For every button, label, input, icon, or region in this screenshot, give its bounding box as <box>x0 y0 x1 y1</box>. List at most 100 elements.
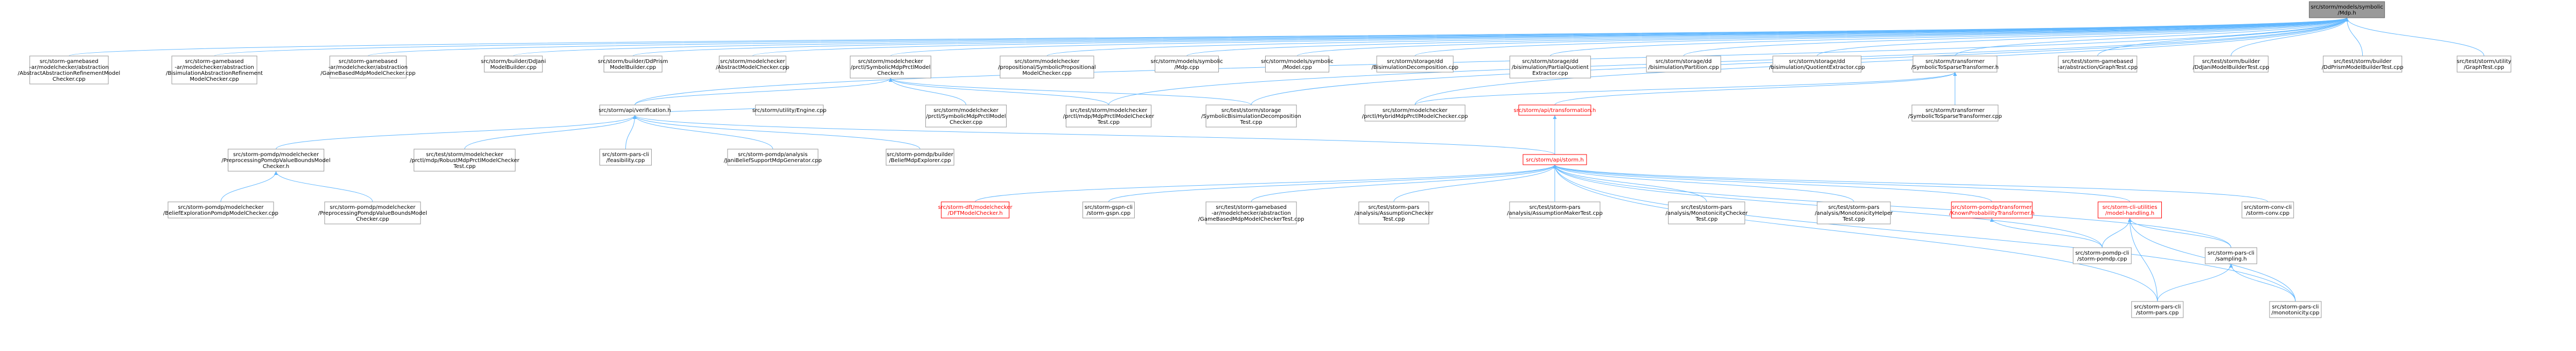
edge-n33-n44 <box>1553 164 2131 202</box>
edge-n44-n46 <box>2102 217 2132 248</box>
graph-node[interactable]: src/test/storm/modelchecker/prctl/mdp/Ro… <box>410 149 520 172</box>
edge-n33-n49 <box>1553 164 2296 302</box>
graph-node[interactable]: src/storm/storage/dd/bisimulation/Quotie… <box>1769 55 1865 73</box>
graph-node[interactable]: src/test/storm-pars/analysis/AssumptionC… <box>1355 201 1434 224</box>
graph-node[interactable]: src/storm/storage/dd/bisimulation/Partia… <box>1509 55 1591 79</box>
graph-node[interactable]: src/storm-gspn-cli/storm-gspn.cpp <box>1082 201 1135 219</box>
node-label-line: src/storm-gamebased <box>339 59 397 65</box>
graph-node[interactable]: src/storm-pars-cli/feasibility.cpp <box>599 149 652 166</box>
graph-root-node[interactable]: src/storm/models/symbolic/Mdp.h <box>2309 1 2385 18</box>
graph-node[interactable]: src/storm-pomdp/modelchecker/Preprocessi… <box>318 201 427 224</box>
graph-node[interactable]: src/storm/builder/DdPrismModelBuilder.cp… <box>598 55 668 73</box>
node-box <box>2193 55 2268 73</box>
graph-node[interactable]: src/test/storm/builder/DdJaniModelBuilde… <box>2193 55 2269 73</box>
edge-root-n16 <box>2097 17 2349 57</box>
graph-node[interactable]: src/storm-pomdp/builder/BeliefMdpExplore… <box>885 149 954 166</box>
edge-n33-n45 <box>1553 164 2268 202</box>
graph-node[interactable]: src/test/storm-pars/analysis/Monotonicit… <box>1666 201 1748 224</box>
node-box <box>1912 55 1998 73</box>
graph-node[interactable]: src/storm-gamebased-ar/modelchecker/abst… <box>18 55 120 85</box>
graph-node[interactable]: src/storm/modelchecker/propositional/Sym… <box>998 55 1096 79</box>
node-box <box>29 55 109 85</box>
node-box <box>1205 104 1297 128</box>
edge-n20-n30 <box>625 115 637 150</box>
node-label-line: Test.cpp <box>1097 120 1120 125</box>
graph-node[interactable]: src/test/storm-gamebased-ar/abstraction/… <box>2057 55 2138 73</box>
node-label-line: /prctl/mdp/RobustMdpPrctlModelChecker <box>410 158 520 164</box>
node-label-line: Extractor.cpp <box>1532 71 1568 76</box>
graph-node[interactable]: src/test/storm/storage/SymbolicBisimulat… <box>1201 104 1301 128</box>
graph-node[interactable]: src/storm-pomdp/modelchecker/Preprocessi… <box>221 149 331 172</box>
node-label-line: ModelBuilder.cpp <box>610 65 656 71</box>
graph-node[interactable]: src/storm-pomdp-cli/storm-pomdp.cpp <box>2072 247 2132 264</box>
graph-node[interactable]: src/storm/modelchecker/prctl/HybridMdpPr… <box>1362 104 1468 122</box>
graph-node[interactable]: src/storm-cli-utilities/model-handling.h <box>2098 201 2162 219</box>
edge-root-n12 <box>1549 17 2349 57</box>
node-label-line: src/storm/models/symbolic <box>1261 59 1333 65</box>
node-label-line: src/test/storm-pars <box>1828 205 1880 210</box>
node-label-line: src/storm-gamebased <box>40 59 99 65</box>
graph-node[interactable]: src/storm-pomdp/modelchecker/BeliefExplo… <box>163 201 278 219</box>
node-box <box>2204 247 2257 264</box>
edge-n20-n31 <box>633 115 773 150</box>
node-label-line: ModelChecker.cpp <box>190 76 239 82</box>
node-label-line: /SymbolicToSparseTransformer.h <box>1911 65 1999 71</box>
node-label-line: /GameBasedMdpModelCheckerTest.cpp <box>1198 216 1304 222</box>
node-label-line: src/test/storm/utility <box>2457 59 2511 65</box>
edge-root-n15 <box>1954 17 2349 57</box>
graph-node[interactable]: src/storm/modelchecker/prctl/SymbolicMdp… <box>850 55 932 79</box>
graph-node[interactable]: src/storm-gamebased-ar/modelchecker/abst… <box>320 55 415 79</box>
graph-node[interactable]: src/storm/transformer/SymbolicToSparseTr… <box>1908 104 2002 122</box>
edge-n33-n41 <box>1553 164 1707 202</box>
node-label-line: src/test/storm-gamebased <box>2062 59 2133 65</box>
graph-node[interactable]: src/test/storm-gamebased-ar/modelchecker… <box>1198 201 1304 224</box>
graph-node[interactable]: src/storm-pars-cli/monotonicity.cpp <box>2269 301 2322 318</box>
graph-node[interactable]: src/storm-conv-cli/storm-conv.cpp <box>2242 201 2294 219</box>
node-label-line: src/storm/models/symbolic <box>2310 4 2383 10</box>
node-box <box>1509 201 1601 219</box>
graph-node[interactable]: src/test/storm/builder/DdPrismModelBuild… <box>2322 55 2404 73</box>
edge-root-n5 <box>632 17 2349 57</box>
node-label-line: /Mdp.cpp <box>1175 65 1199 71</box>
node-label-line: /storm-conv.cpp <box>2246 210 2289 216</box>
graph-node[interactable]: src/storm/api/verification.h <box>598 104 671 116</box>
graph-node[interactable]: src/storm/builder/DdJaniModelBuilder.cpp <box>481 55 546 73</box>
graph-node[interactable]: src/storm/transformer/SymbolicToSparseTr… <box>1911 55 1999 73</box>
node-label-line: src/storm-pomdp/modelchecker <box>330 205 416 210</box>
graph-node[interactable]: src/storm/models/symbolic/Model.cpp <box>1261 55 1334 73</box>
graph-node[interactable]: src/storm/api/storm.h <box>1523 154 1587 165</box>
graph-node[interactable]: src/storm/storage/dd/BisimulationDecompo… <box>1372 55 1458 73</box>
node-label-line: src/storm/modelchecker <box>933 108 999 114</box>
graph-node[interactable]: src/storm/utility/Engine.cpp <box>752 104 827 116</box>
node-box <box>1911 104 1999 122</box>
graph-node[interactable]: src/test/storm/modelchecker/prctl/mdp/Md… <box>1063 104 1155 128</box>
graph-node[interactable]: src/storm-gamebased-ar/modelchecker/abst… <box>166 55 263 85</box>
node-label-line: /BeliefExplorationPomdpModelChecker.cpp <box>163 210 278 216</box>
graph-node[interactable]: src/storm/storage/dd/bisimulation/Partit… <box>1646 55 1721 73</box>
edge-root-n6 <box>752 17 2349 57</box>
graph-node[interactable]: src/storm/models/symbolic/Mdp.cpp <box>1150 55 1223 73</box>
edge-n33-n36 <box>975 164 1557 202</box>
graph-node[interactable]: src/storm-pomdp/analysis/JaniBeliefSuppo… <box>724 149 822 166</box>
node-label-line: /GameBasedMdpModelChecker.cpp <box>320 71 415 76</box>
edge-n7-n24 <box>889 78 1252 106</box>
edge-root-n20 <box>634 17 2349 106</box>
graph-node[interactable]: src/storm-dft/modelchecker/DFTModelCheck… <box>938 201 1013 219</box>
graph-node[interactable]: src/storm/modelchecker/prctl/SymbolicMdp… <box>925 104 1007 128</box>
node-label-line: src/storm/utility/Engine.cpp <box>752 108 827 114</box>
edge-root-n11 <box>1414 17 2349 57</box>
graph-node[interactable]: src/storm/api/transformation.h <box>1514 104 1596 116</box>
graph-nodes: src/storm/models/symbolic/Mdp.hsrc/storm… <box>18 1 2511 318</box>
graph-node[interactable]: src/test/storm-pars/analysis/Monotonicit… <box>1815 201 1894 224</box>
edge-root-n18 <box>2345 17 2363 57</box>
node-label-line: /storm-gspn.cpp <box>1087 210 1131 216</box>
node-label-line: src/storm/storage/dd <box>1387 59 1443 65</box>
graph-node[interactable]: src/storm-pars-cli/storm-pars.cpp <box>2131 301 2184 318</box>
graph-node[interactable]: src/test/storm/utility/GraphTest.cpp <box>2457 55 2511 73</box>
graph-node[interactable]: src/storm-pomdp/transformer/KnownProbabi… <box>1949 201 2034 219</box>
graph-node[interactable]: src/storm-pars-cli/sampling.h <box>2204 247 2257 264</box>
graph-node[interactable]: src/storm/modelchecker/AbstractModelChec… <box>716 55 790 73</box>
node-label-line: /DFTModelChecker.h <box>948 210 1003 216</box>
graph-node[interactable]: src/test/storm-pars/analysis/AssumptionM… <box>1507 201 1603 219</box>
